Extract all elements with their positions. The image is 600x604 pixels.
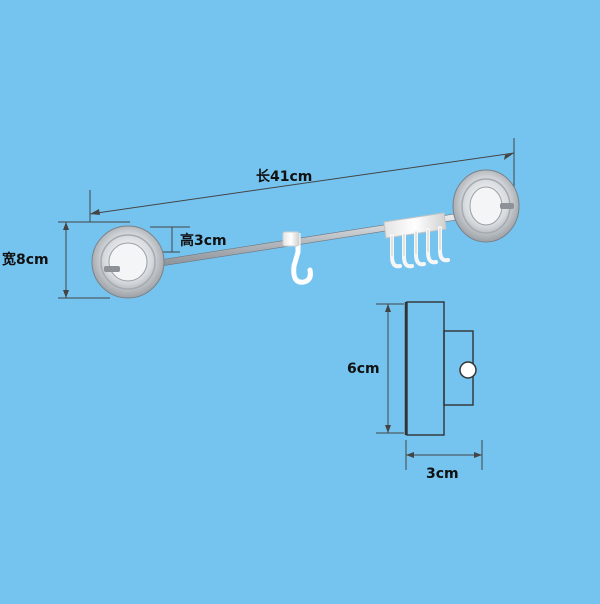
right-suction-cup	[452, 169, 520, 243]
length-dimension	[89, 138, 515, 222]
rail-rod	[107, 204, 515, 275]
width-label: 宽8cm	[2, 252, 49, 268]
single-hook	[282, 231, 313, 285]
multi-hook-rack	[383, 212, 450, 269]
side-height-dimension	[376, 303, 404, 434]
side-height-label: 6cm	[347, 361, 380, 377]
side-width-dimension	[405, 440, 483, 470]
height-label: 高3cm	[180, 233, 227, 249]
side-width-label: 3cm	[426, 466, 459, 482]
length-label: 长41cm	[256, 169, 313, 185]
side-profile-drawing	[404, 301, 477, 436]
left-suction-cup	[91, 225, 165, 299]
width-dimension	[58, 221, 130, 299]
